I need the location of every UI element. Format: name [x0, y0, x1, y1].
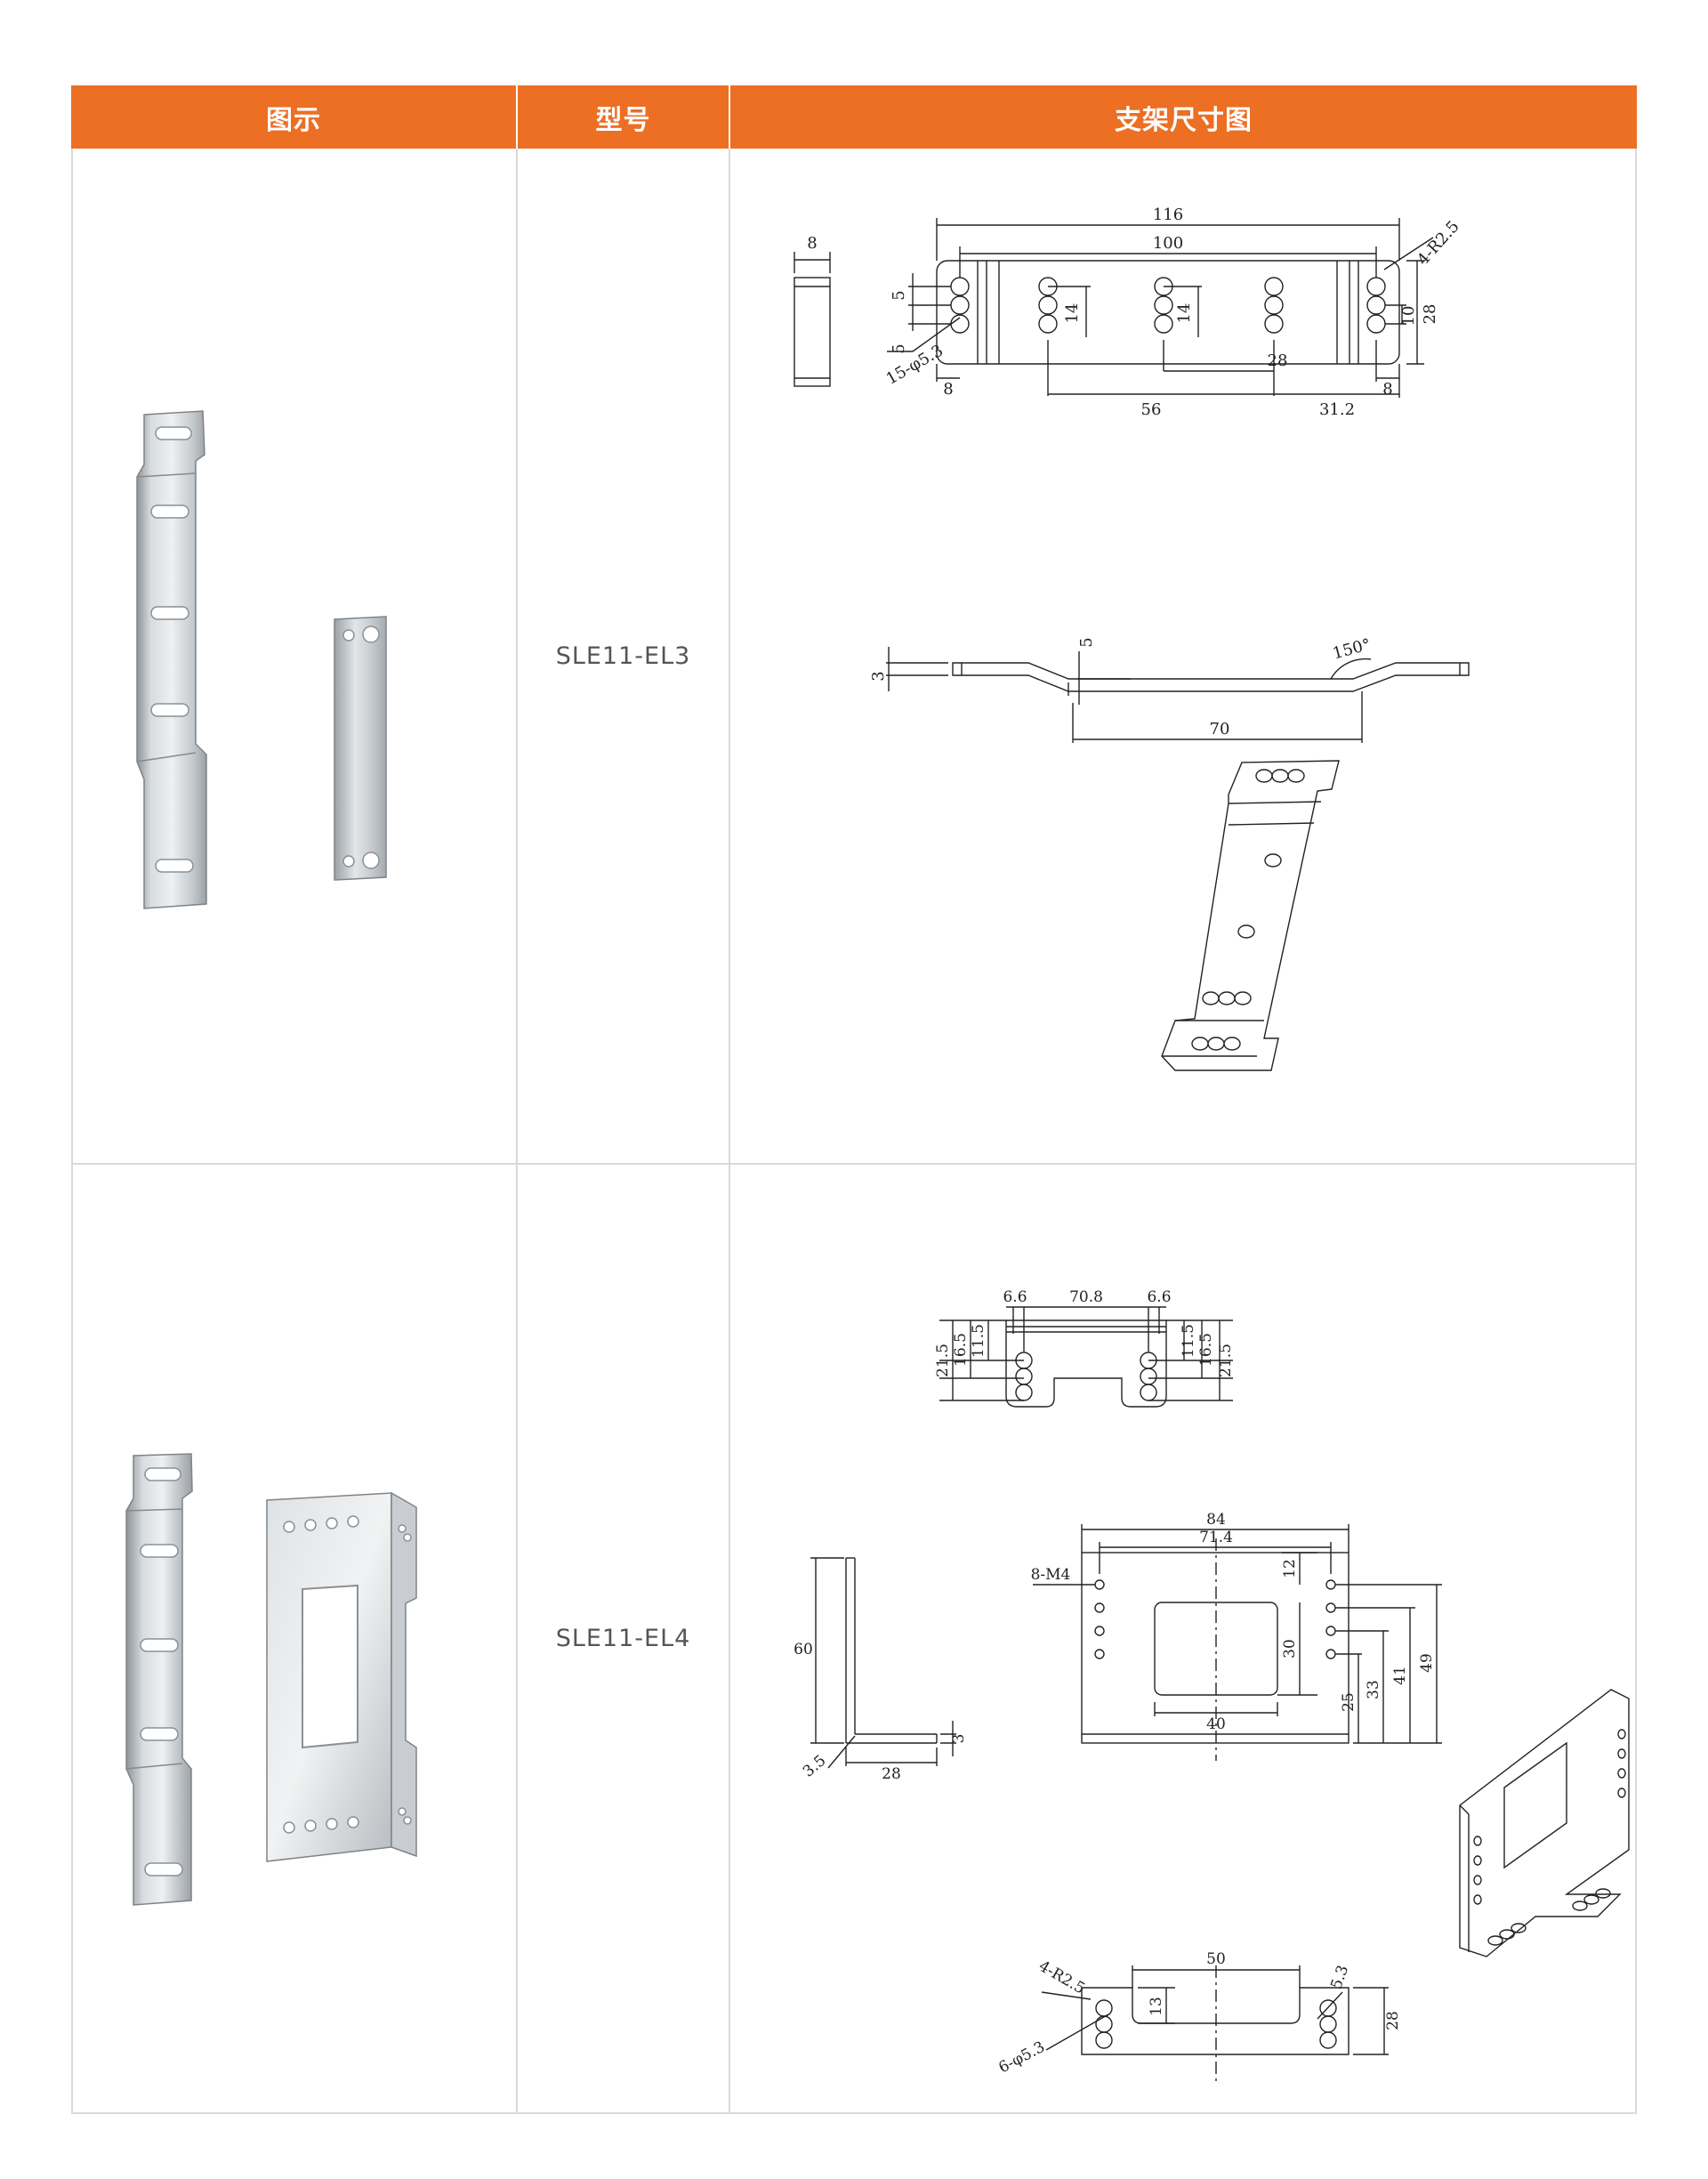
dim-side-thickness: 3 — [950, 1734, 968, 1744]
dim-front-width: 84 — [1206, 1511, 1226, 1529]
dim-overall-height: 28 — [1421, 304, 1439, 325]
dim-bend-height: 5 — [1077, 637, 1096, 647]
dim-slot-pitch-b: 14 — [1175, 303, 1194, 324]
dim-top-width: 70.8 — [1069, 1288, 1103, 1306]
dim-top-edge-right: 6.6 — [1147, 1288, 1171, 1306]
dim-top-h2-left: 16.5 — [952, 1333, 970, 1367]
product-table: 图示 型号 支架尺寸图 SLE11-EL3 SLE11-EL4 — [71, 85, 1637, 2114]
dim-side-height: 60 — [794, 1641, 813, 1658]
dim-side-base: 28 — [882, 1765, 901, 1783]
dimension-drawing-row2: 6.6 70.8 6.6 21.5 16.5 11.5 11.5 16.5 21… — [794, 1288, 1630, 2081]
grid-row-divider — [71, 1163, 1637, 1165]
grid-col1 — [516, 149, 518, 2114]
header-model: 型号 — [518, 85, 729, 149]
dim-span-28: 28 — [1268, 351, 1288, 370]
dim-top-h1-right: 21.5 — [1217, 1344, 1235, 1377]
dim-40: 40 — [1206, 1715, 1226, 1733]
dim-edge-left: 8 — [943, 380, 953, 399]
dim-41: 41 — [1391, 1666, 1409, 1685]
dim-bottom-slot-depth: 13 — [1148, 1997, 1165, 2016]
dim-30: 30 — [1281, 1639, 1299, 1658]
dim-slot-pitch-a: 14 — [1063, 303, 1082, 324]
dim-edge-right: 8 — [1382, 380, 1392, 399]
dim-bend-span: 70 — [1210, 720, 1230, 738]
dim-hole-span: 100 — [1153, 234, 1183, 253]
dim-side-radius: 3.5 — [800, 1752, 830, 1781]
product-image-row2 — [125, 1453, 417, 1906]
dim-25: 25 — [1340, 1692, 1358, 1712]
dim-hole-offset-top: 5 — [890, 290, 908, 300]
dim-slot-height: 10 — [1399, 306, 1418, 327]
dim-bottom-hole-spec: 6-φ5.3 — [995, 2038, 1047, 2078]
dimension-drawing-row1: 8 116 100 4-R2.5 14 14 5 5 15-φ5.3 8 8 1… — [794, 206, 1470, 1071]
dim-top-h3-left: 11.5 — [970, 1324, 987, 1358]
grid-col2 — [729, 149, 730, 2114]
dim-front-inner: 71.4 — [1199, 1529, 1233, 1546]
header-image: 图示 — [71, 85, 516, 149]
dim-top-h1-left: 21.5 — [934, 1344, 952, 1377]
dim-overall-length: 116 — [1153, 206, 1183, 224]
dim-top-h2-right: 16.5 — [1197, 1333, 1215, 1367]
dim-hole-offset-bottom: 5 — [890, 343, 908, 353]
dim-12: 12 — [1281, 1559, 1299, 1578]
dim-corner-radius: 4-R2.5 — [1414, 217, 1463, 269]
dim-bottom-height: 28 — [1384, 2011, 1402, 2030]
dim-33: 33 — [1365, 1680, 1382, 1699]
dim-span-31: 31.2 — [1319, 400, 1355, 419]
dim-top-edge-left: 6.6 — [1003, 1288, 1027, 1306]
model-label-row1: SLE11-EL3 — [555, 642, 691, 670]
header-dimension: 支架尺寸图 — [730, 85, 1637, 149]
dim-side-width: 8 — [807, 234, 817, 253]
model-label-row2: SLE11-EL4 — [555, 1625, 691, 1652]
grid-left — [71, 149, 73, 2114]
product-image-row1 — [136, 410, 387, 909]
dim-bottom-slot: 50 — [1206, 1950, 1226, 1968]
dim-thickness: 3 — [869, 671, 888, 681]
dim-thread-spec: 8-M4 — [1031, 1566, 1071, 1584]
dim-top-h3-right: 11.5 — [1180, 1324, 1197, 1358]
grid-bottom — [71, 2112, 1637, 2114]
grid-right — [1635, 149, 1637, 2114]
dim-49: 49 — [1418, 1653, 1436, 1673]
dim-span-56: 56 — [1141, 400, 1162, 419]
